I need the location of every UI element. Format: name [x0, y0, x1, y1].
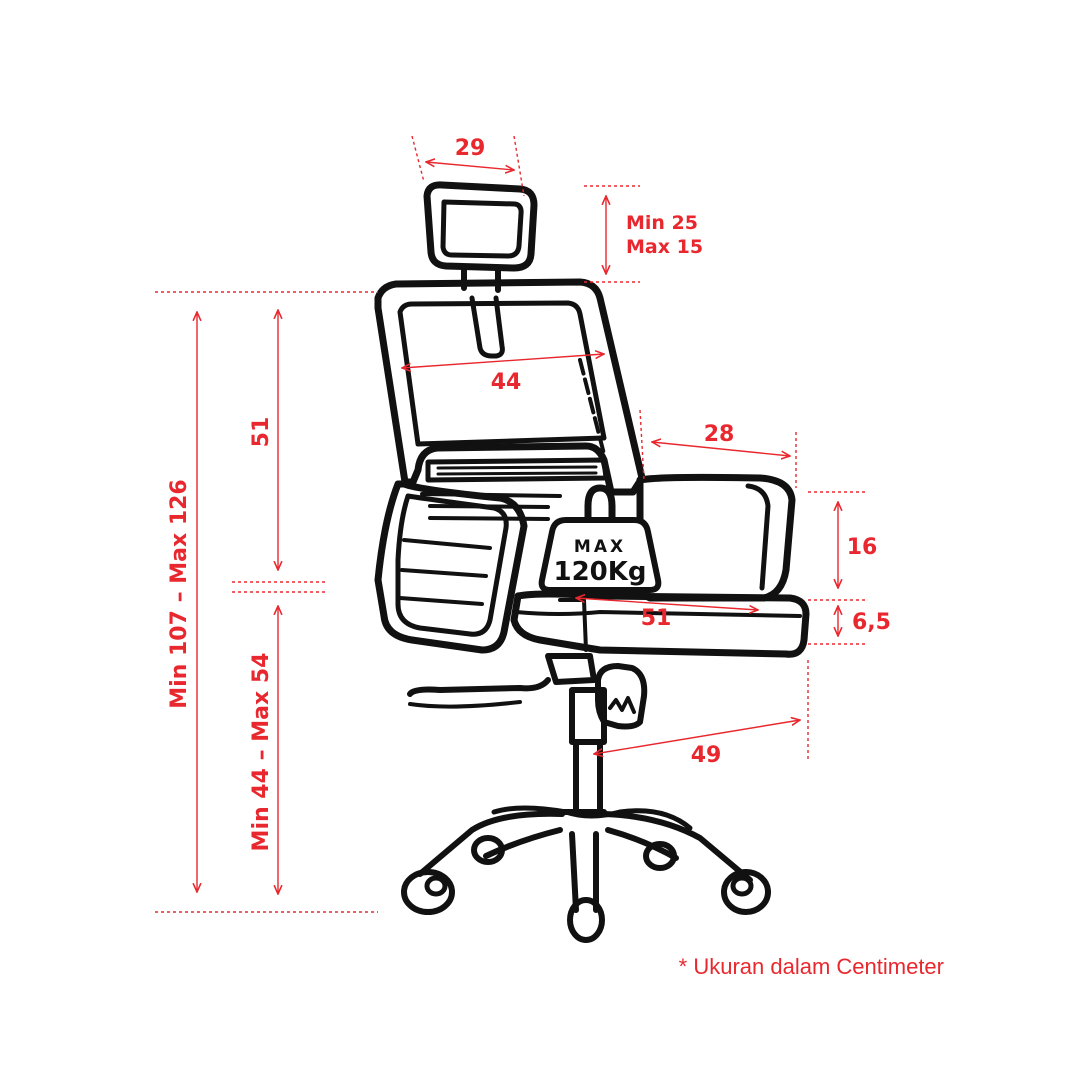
unit-note: * Ukuran dalam Centimeter	[679, 954, 944, 979]
tilt-lever	[407, 677, 551, 697]
seat-depth-arrow	[594, 720, 800, 754]
headrest-adjust-max-label: Max 15	[626, 236, 703, 258]
seat-width-label: 51	[641, 606, 672, 631]
headrest-shape	[423, 181, 538, 272]
seat-thickness-label: 6,5	[852, 610, 891, 635]
caster-front-left	[401, 869, 455, 915]
dimension-guides	[155, 135, 866, 913]
headrest-adjust-min-label: Min 25	[626, 212, 698, 234]
backrest-width-arrow	[402, 354, 604, 368]
armrest-height-label: 16	[847, 535, 878, 560]
total-height-label: Min 107 – Max 126	[167, 479, 192, 709]
max-weight-value: 120Kg	[553, 557, 646, 587]
backrest-width-label: 44	[491, 370, 522, 395]
seat-height-label: Min 44 – Max 54	[249, 653, 274, 852]
max-weight-badge: MAX 120Kg	[538, 484, 662, 593]
dimension-labels: 29 Min 25 Max 15 44 51 28 16 51 6,5 49 M…	[167, 136, 891, 851]
chair-illustration	[374, 181, 810, 943]
seat-width-arrow	[576, 598, 758, 610]
backrest-height-label: 51	[249, 417, 274, 448]
headrest-width-arrow	[426, 162, 514, 170]
left-armrest-shape	[374, 480, 528, 654]
headrest-width-label: 29	[455, 136, 486, 161]
caster-front-center	[567, 897, 605, 943]
caster-back-right	[643, 841, 677, 871]
caster-front-right	[721, 869, 771, 915]
armrest-length-label: 28	[704, 422, 735, 447]
max-weight-label: MAX	[574, 537, 626, 557]
armrest-length-arrow	[652, 442, 790, 456]
right-armrest-shape	[636, 473, 796, 602]
seat-shape	[510, 590, 810, 658]
caster-back-left	[471, 835, 505, 865]
star-base	[417, 809, 753, 913]
seat-depth-label: 49	[691, 743, 722, 768]
